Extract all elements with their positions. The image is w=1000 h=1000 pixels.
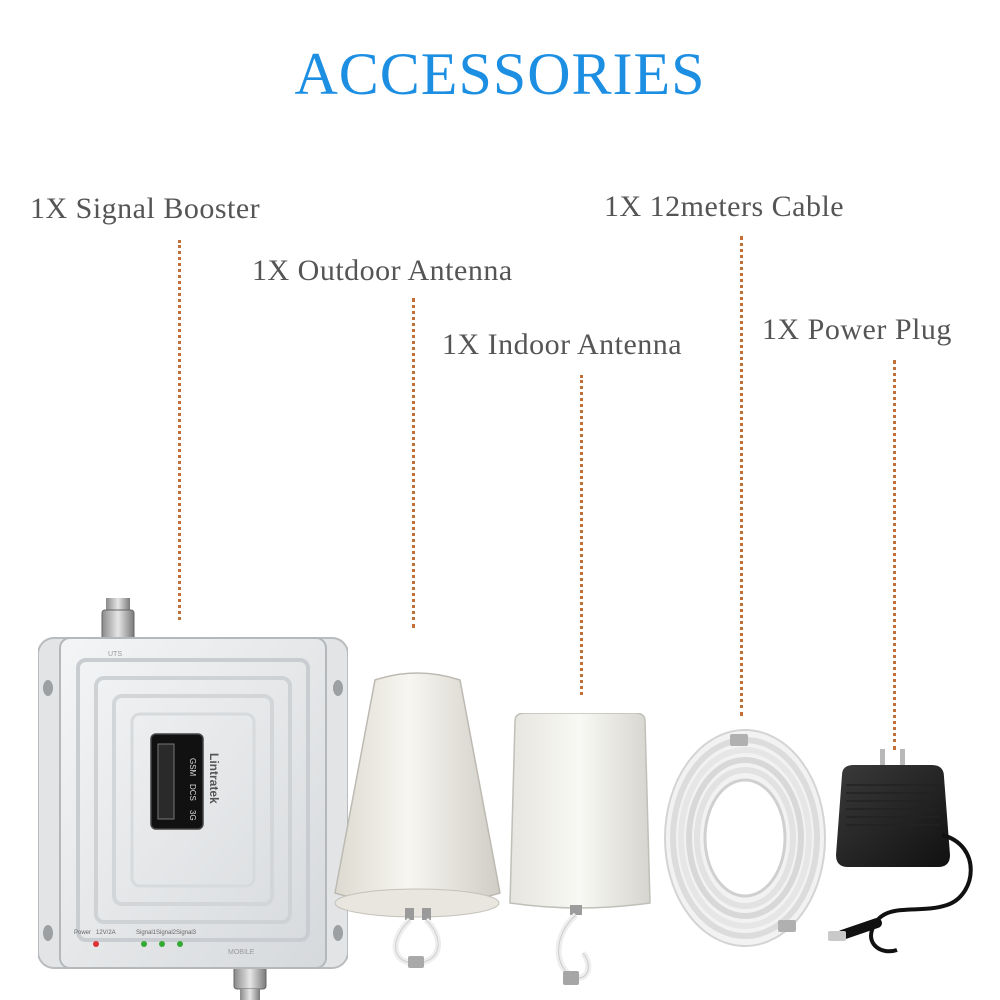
label-indoor-antenna: 1X Indoor Antenna [442,328,683,361]
indicator-label-signal2: Signal2 [156,930,177,936]
page-title: ACCESSORIES [294,41,706,107]
indoor-antenna [505,713,655,998]
power-plug [822,745,992,965]
indicator-label-power: Power [74,930,91,936]
outdoor-antenna [330,668,505,973]
indicator-label-signal3: Signal3 [176,930,197,936]
outdoor-antenna-icon [334,672,501,968]
leader-line-cable [740,236,743,716]
cable-coil [660,720,830,960]
signal-booster-icon: GSM DCS 3G Lintratek UTS MOBILE Power 12… [38,598,348,1000]
cable-coil-icon [664,729,826,947]
band-label-gsm: GSM [188,758,197,777]
indoor-antenna-icon [509,713,651,985]
port-label-bottom: MOBILE [228,949,255,956]
label-outdoor-antenna: 1X Outdoor Antenna [252,254,513,287]
brand-logo: Lintratek [207,753,221,804]
label-signal-booster: 1X Signal Booster [30,192,261,225]
indicator-label-voltage: 12V/2A [96,930,116,936]
port-label-top: UTS [108,651,122,658]
signal-booster: GSM DCS 3G Lintratek UTS MOBILE Power 12… [38,598,348,1000]
leader-line-indoor-antenna [580,375,583,695]
leader-line-signal-booster [178,240,181,620]
band-label-3g: 3G [188,810,197,821]
band-label-dcs: DCS [188,784,197,801]
leader-line-outdoor-antenna [412,298,415,628]
label-cable: 1X 12meters Cable [604,190,845,223]
leader-line-power-plug [893,360,896,750]
label-power-plug: 1X Power Plug [762,313,952,346]
indicator-label-signal1: Signal1 [136,930,157,936]
power-plug-icon [828,749,973,954]
